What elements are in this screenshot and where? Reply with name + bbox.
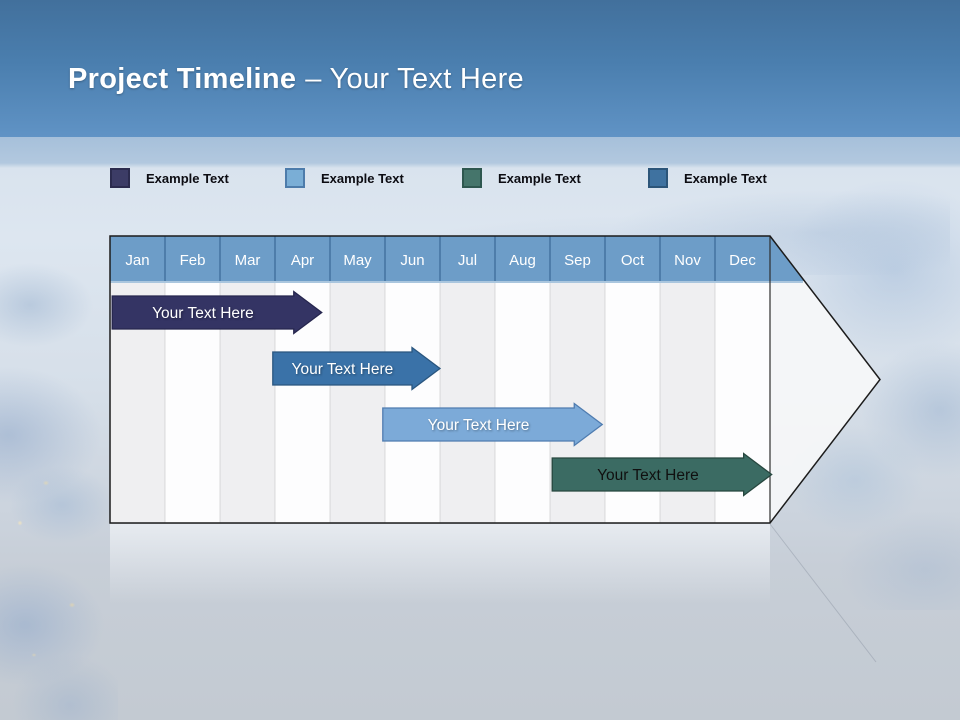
month-label: Sep: [564, 252, 591, 269]
legend-item[interactable]: Example Text: [648, 166, 767, 190]
month-column: [495, 281, 550, 523]
background-photo-left: [0, 185, 118, 720]
legend-color-swatch: [462, 168, 482, 188]
timeline-bar[interactable]: [551, 452, 773, 497]
month-label: Apr: [291, 252, 314, 269]
table-reflection: [110, 524, 770, 604]
legend-label: Example Text: [146, 170, 229, 186]
month-header-band: [110, 236, 805, 281]
slide-header: Project Timeline– Your Text Here: [0, 0, 960, 137]
arrow-reflection-edge: [769, 523, 877, 663]
month-label: May: [343, 252, 372, 269]
month-label: Mar: [235, 252, 261, 269]
timeline-bar[interactable]: [382, 402, 604, 447]
legend-item[interactable]: Example Text: [285, 166, 404, 190]
month-column: [385, 281, 440, 523]
timeline-bar-label: Your Text Here: [428, 417, 530, 434]
title-subtitle-part: – Your Text Here: [305, 63, 524, 95]
legend-color-swatch: [285, 168, 305, 188]
title-bold-part: Project Timeline: [68, 63, 297, 95]
timeline-arrow-shape[interactable]: [109, 235, 881, 524]
month-column: [440, 281, 495, 523]
timeline-bar-label: Your Text Here: [152, 305, 254, 322]
legend-label: Example Text: [498, 170, 581, 186]
month-label: Jan: [125, 252, 149, 269]
legend-label: Example Text: [321, 170, 404, 186]
legend-item[interactable]: Example Text: [110, 166, 229, 190]
timeline-bar[interactable]: [272, 346, 442, 391]
legend-color-swatch: [648, 168, 668, 188]
month-column: [330, 281, 385, 523]
legend-color-swatch: [110, 168, 130, 188]
month-label: Jun: [400, 252, 424, 269]
timeline-bar[interactable]: [111, 290, 323, 335]
month-label: Nov: [674, 252, 701, 269]
month-label: Dec: [729, 252, 756, 269]
timeline-bar-label: Your Text Here: [597, 467, 699, 484]
legend-label: Example Text: [684, 170, 767, 186]
legend-item[interactable]: Example Text: [462, 166, 581, 190]
page-title[interactable]: Project Timeline– Your Text Here: [68, 63, 524, 96]
month-label: Feb: [180, 252, 206, 269]
timeline-bar-label: Your Text Here: [292, 361, 394, 378]
month-label: Oct: [621, 252, 645, 269]
month-label: Aug: [509, 252, 536, 269]
month-label: Jul: [458, 252, 477, 269]
